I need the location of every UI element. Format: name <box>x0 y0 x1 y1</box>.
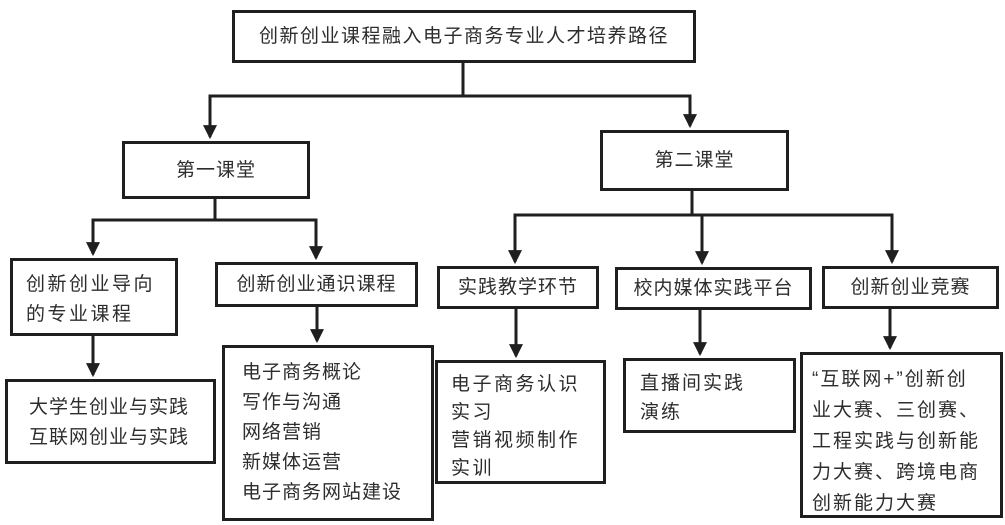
node-livestream-leaf: 直播间实践 演练 <box>623 358 796 433</box>
node-oriented-leaf-courses: 大学生创业与实践 互联网创业与实践 <box>5 379 216 464</box>
node-innovation-competitions: 创新创业竞赛 <box>822 266 999 309</box>
node-second-classroom: 第二课堂 <box>600 130 789 191</box>
node-general-innovation-courses: 创新创业通识课程 <box>215 262 418 307</box>
node-practice-teaching: 实践教学环节 <box>437 266 599 309</box>
node-root-title: 创新创业课程融入电子商务专业人才培养路径 <box>232 10 696 63</box>
node-practice-leaf-trainings: 电子商务认识 实习 营销视频制作 实训 <box>435 360 606 484</box>
node-campus-media-platform: 校内媒体实践平台 <box>615 267 812 310</box>
node-general-leaf-courses: 电子商务概论 写作与沟通 网络营销 新媒体运营 电子商务网站建设 <box>222 345 434 521</box>
node-first-classroom: 第一课堂 <box>122 141 310 199</box>
node-competition-leaf-list: “互联网+”创新创 业大赛、三创赛、 工程实践与创新能 力大赛、跨境电商 创新能… <box>800 352 1003 518</box>
node-oriented-professional-courses: 创新创业导向 的专业课程 <box>10 258 178 336</box>
